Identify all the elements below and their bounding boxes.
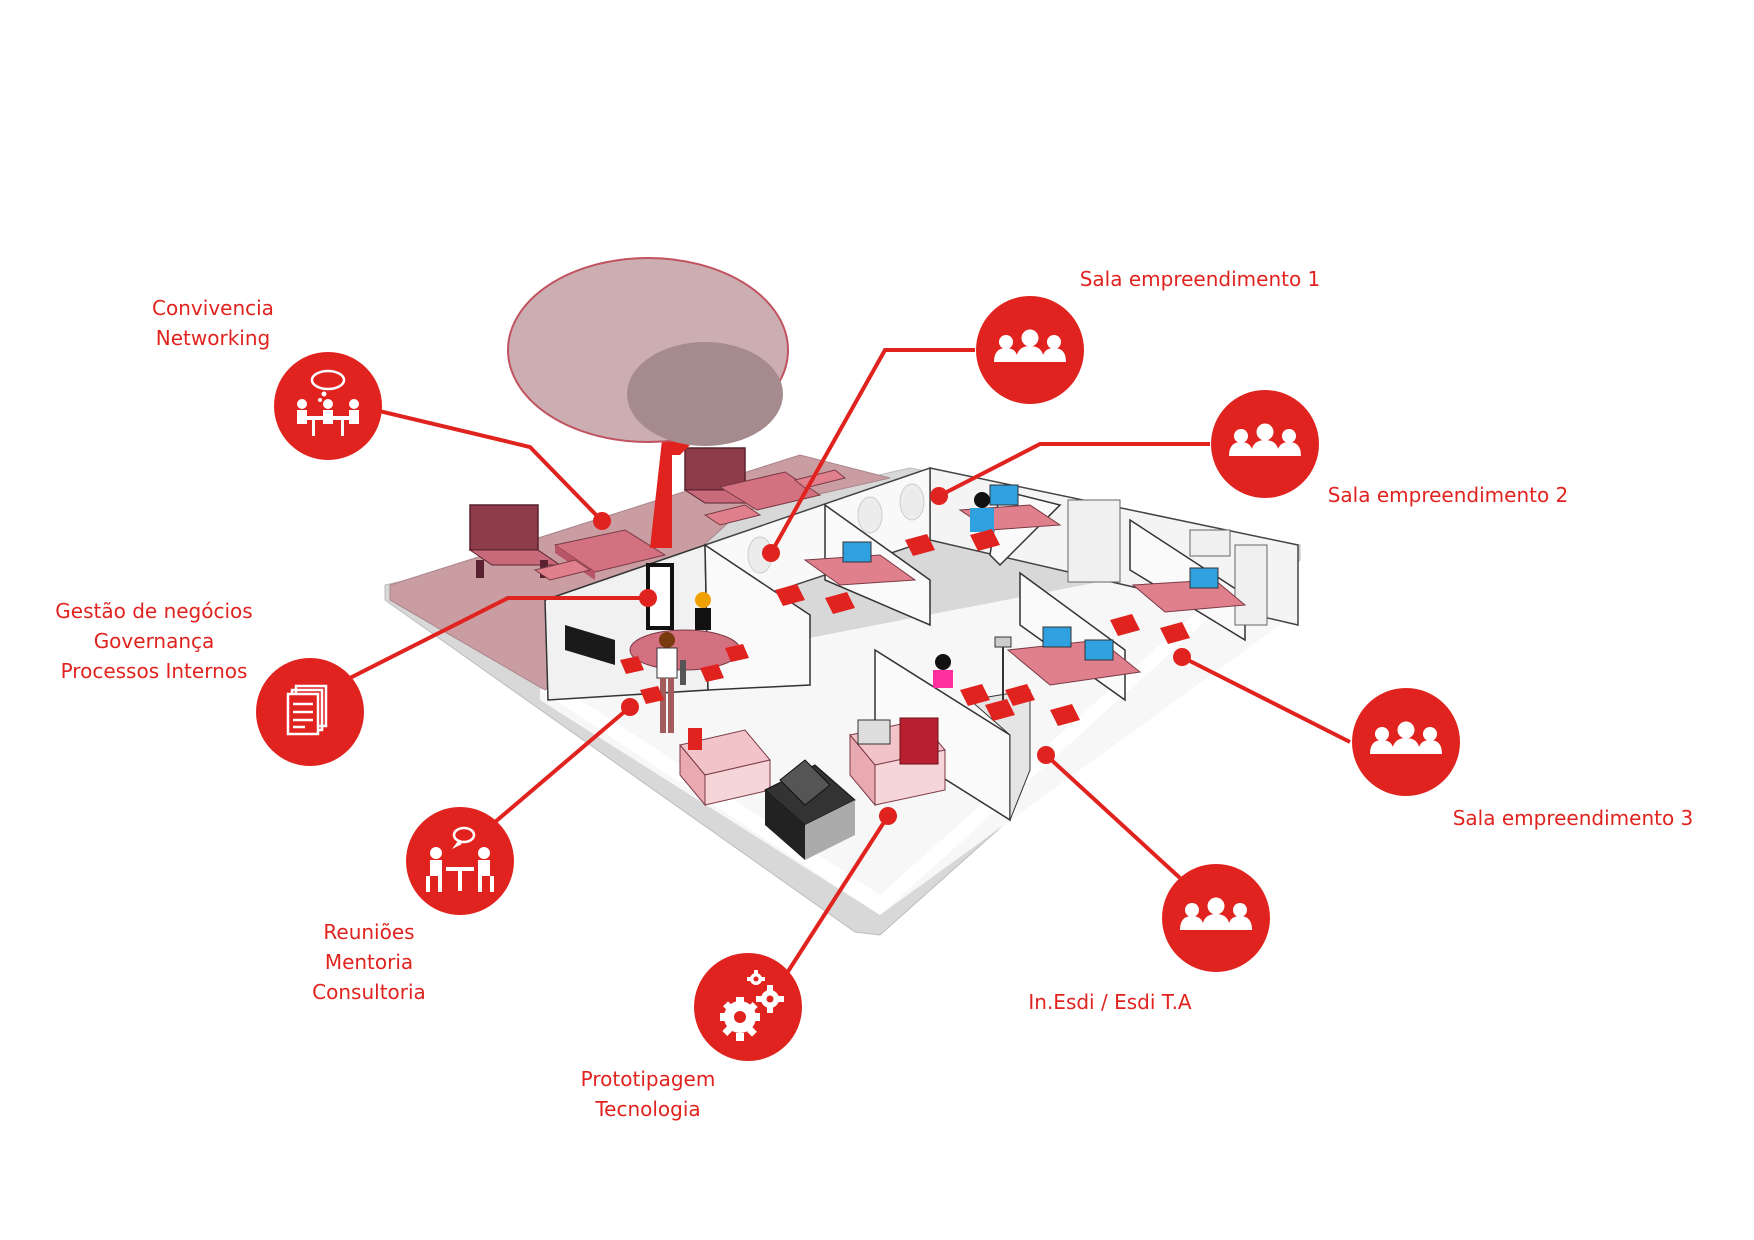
networking-table-icon <box>297 369 359 436</box>
meeting-conversation-icon <box>426 826 494 892</box>
tv-screen <box>565 625 615 665</box>
label-convivencia: Convivencia Networking <box>152 296 274 350</box>
badge-sala2 <box>1211 390 1319 498</box>
bench-left <box>468 504 562 578</box>
courtyard-table-1 <box>553 529 667 573</box>
badge-prototipagem <box>694 953 802 1061</box>
label-reunioes: Reuniões Mentoria Consultoria <box>312 920 426 1004</box>
label-sala3: Sala empreendimento 3 <box>1452 806 1694 830</box>
badge-reunioes <box>406 807 514 915</box>
laser-cutter <box>764 759 856 860</box>
connector-dots <box>593 487 1191 825</box>
cabinet <box>1067 499 1121 583</box>
badge-inesdi <box>1162 864 1270 972</box>
connector-lines <box>347 348 1351 989</box>
label-sala2: Sala empreendimento 2 <box>1327 483 1569 507</box>
label-prototipagem: Prototipagem Tecnologia <box>580 1067 716 1121</box>
badge-convivencia <box>274 352 382 460</box>
floor-plan <box>384 257 1301 936</box>
badge-gestao <box>256 658 364 766</box>
label-inesdi: In.Esdi / Esdi T.A <box>1028 990 1192 1014</box>
label-gestao: Gestão de negócios Governança Processos … <box>55 599 253 683</box>
tree <box>507 257 789 548</box>
courtyard-table-2 <box>718 471 822 511</box>
3d-printer <box>899 717 939 765</box>
documents-stack-icon <box>286 684 328 736</box>
badge-sala3 <box>1352 688 1460 796</box>
badge-sala1 <box>976 296 1084 404</box>
gears-icon <box>720 970 784 1041</box>
label-sala1: Sala empreendimento 1 <box>1079 267 1321 291</box>
